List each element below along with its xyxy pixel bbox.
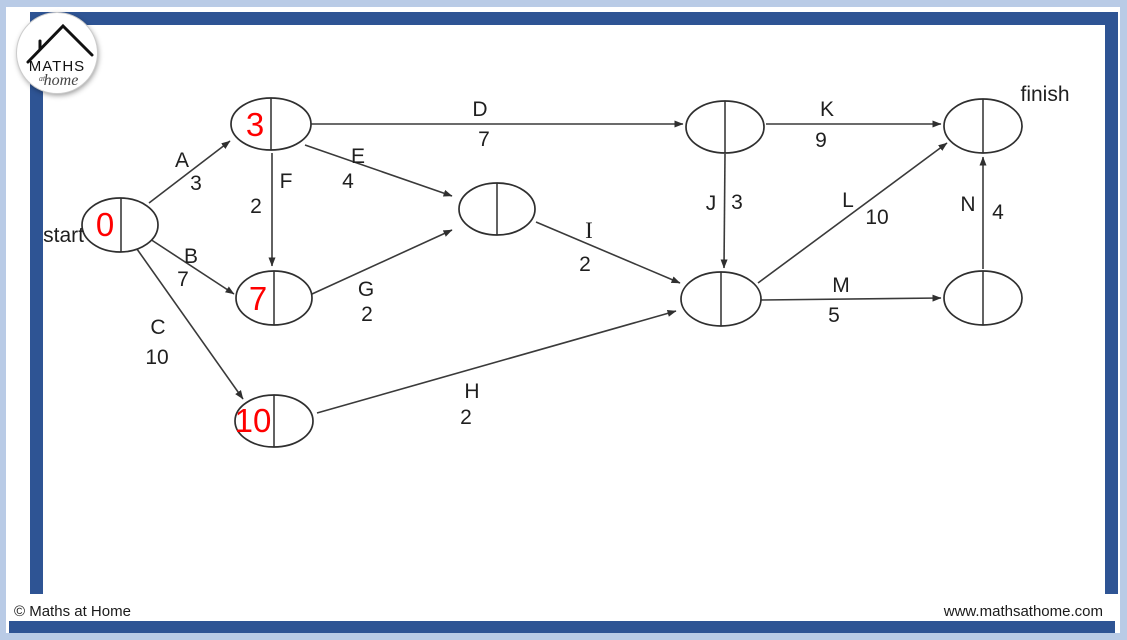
- edge-K: K 9: [766, 98, 942, 152]
- edge-I: I 2: [535, 218, 681, 284]
- edge-L-label: L: [842, 189, 854, 212]
- edge-N-label: N: [960, 193, 975, 216]
- edge-J-label: J: [706, 192, 717, 215]
- edge-J: J 3: [706, 153, 743, 269]
- edge-D: D 7: [311, 98, 684, 151]
- edge-H-duration: 2: [460, 406, 472, 429]
- edge-D-duration: 7: [478, 128, 490, 151]
- edge-D-label: D: [472, 98, 487, 121]
- edge-F-label: F: [280, 170, 293, 193]
- edge-H-label: H: [464, 380, 479, 403]
- maths-at-home-logo: MATHS at home: [17, 13, 97, 93]
- node-bottom-left-value: 10: [235, 402, 272, 439]
- edge-I-duration: 2: [579, 253, 591, 276]
- node-middle-left: 7: [235, 270, 313, 326]
- finish-caption: finish: [1020, 83, 1069, 106]
- edge-B-duration: 7: [177, 268, 189, 291]
- edge-K-label: K: [820, 98, 834, 121]
- edge-C-label: C: [150, 316, 165, 339]
- edge-F: F 2: [250, 153, 293, 267]
- edge-F-duration: 2: [250, 195, 262, 218]
- edge-L-duration: 10: [865, 206, 888, 229]
- edge-A-duration: 3: [190, 172, 202, 195]
- edge-L: L 10: [757, 142, 948, 284]
- node-bottom-right: [943, 270, 1023, 326]
- edge-I-label: I: [585, 218, 593, 243]
- edge-M: M 5: [760, 274, 942, 327]
- edge-A: A 3: [148, 140, 231, 204]
- edge-N-duration: 4: [992, 201, 1004, 224]
- copyright-text: © Maths at Home: [14, 603, 131, 620]
- edge-E-duration: 4: [342, 170, 354, 193]
- node-bottom-left: 10: [234, 394, 314, 448]
- edge-N: N 4: [960, 156, 1004, 269]
- node-start-value: 0: [96, 206, 114, 243]
- edge-C-duration: 10: [145, 346, 168, 369]
- node-start: 0: [81, 197, 159, 253]
- bottom-blue-bar: [9, 621, 1115, 633]
- node-finish: [943, 98, 1023, 154]
- edge-G-duration: 2: [361, 303, 373, 326]
- edge-C: C 10: [131, 241, 244, 400]
- edge-G-label: G: [358, 278, 374, 301]
- logo-graphic: MATHS at home: [18, 14, 96, 92]
- logo-maths-text: MATHS: [29, 58, 85, 75]
- node-top-right: [685, 100, 765, 154]
- white-frame: [6, 7, 1120, 633]
- node-top: 3: [230, 97, 312, 151]
- website-text: www.mathsathome.com: [943, 603, 1103, 620]
- logo-home-text: home: [44, 72, 79, 89]
- edge-H: H 2: [316, 309, 677, 429]
- edge-M-duration: 5: [828, 304, 840, 327]
- edge-E-label: E: [351, 145, 365, 168]
- edge-E: E 4: [304, 144, 453, 197]
- edge-G: G 2: [311, 229, 453, 326]
- start-caption: start: [43, 224, 84, 247]
- node-bottom-middle: [680, 271, 762, 327]
- edge-B-label: B: [184, 245, 198, 268]
- edge-M-label: M: [832, 274, 850, 297]
- edge-A-label: A: [175, 149, 189, 172]
- edge-K-duration: 9: [815, 129, 827, 152]
- node-middle-left-value: 7: [249, 280, 267, 317]
- edge-J-duration: 3: [731, 191, 743, 214]
- logo-at-text: at: [39, 74, 46, 83]
- edge-B: B 7: [149, 238, 235, 295]
- node-center: [458, 182, 536, 236]
- blue-border-box: [30, 12, 1118, 594]
- node-top-value: 3: [246, 106, 264, 143]
